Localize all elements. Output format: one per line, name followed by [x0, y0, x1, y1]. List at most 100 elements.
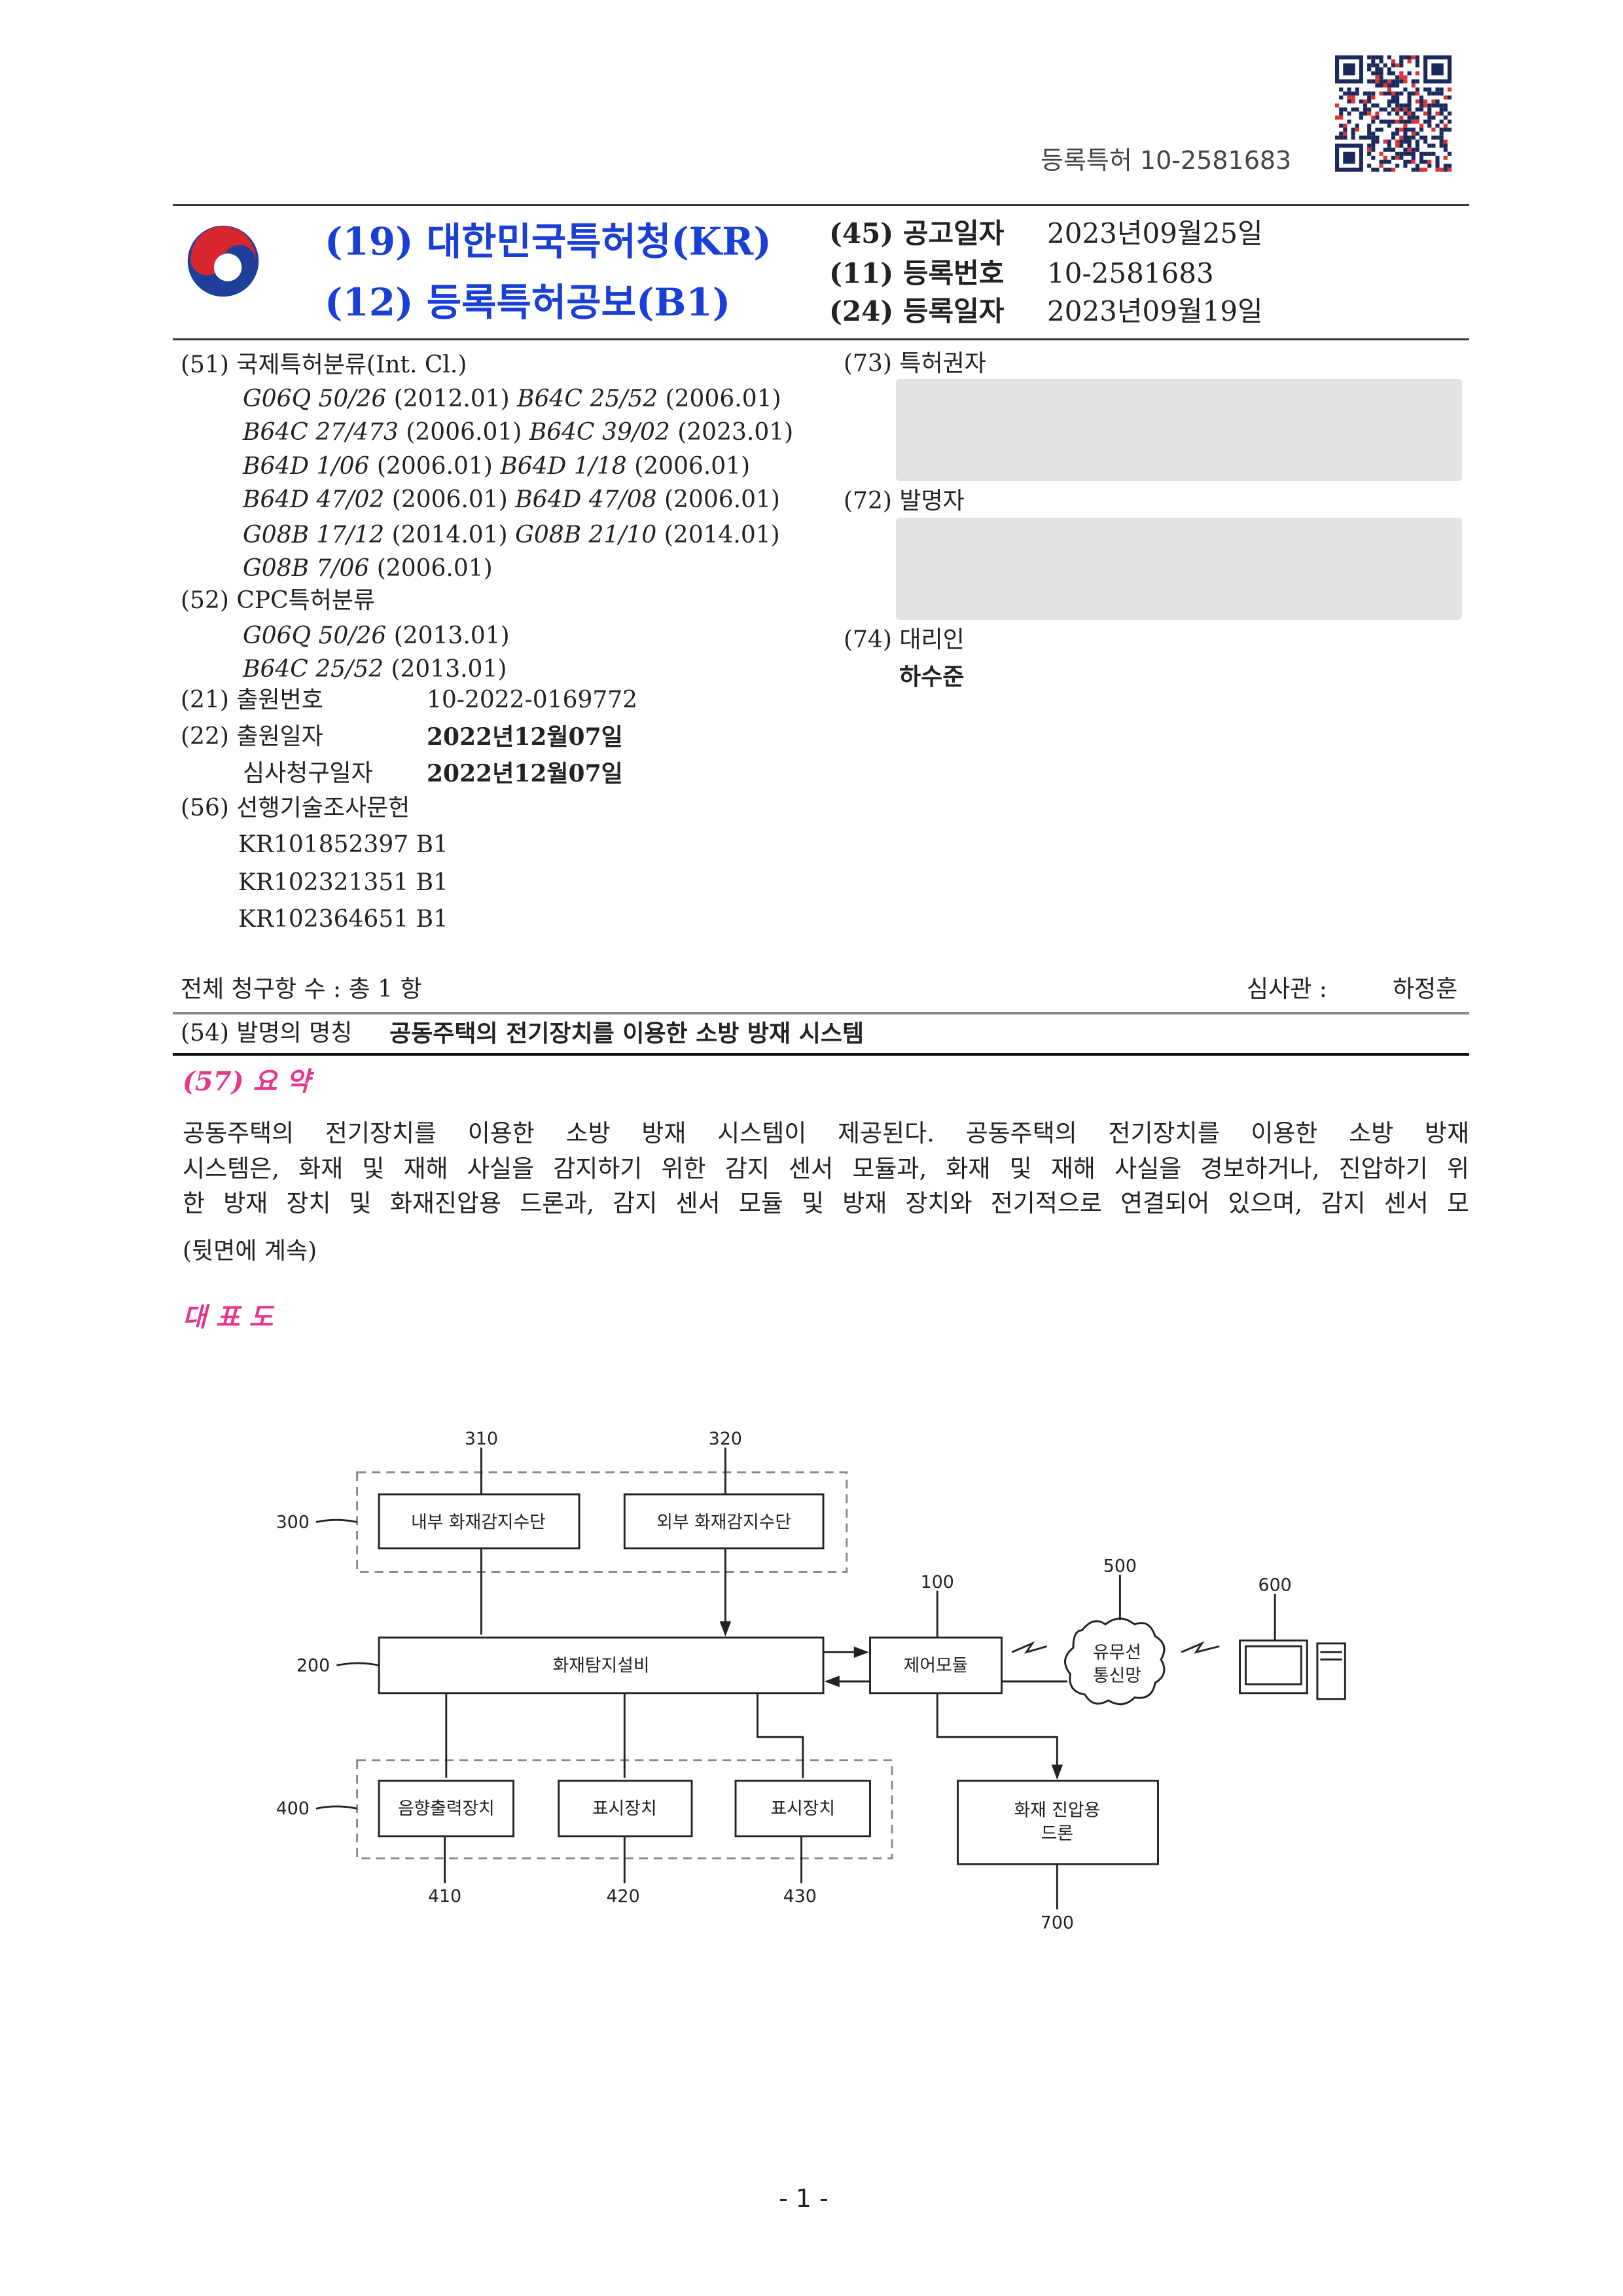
- cpc-item: B64C 25/52 (2013.01): [243, 658, 507, 681]
- box-430: [734, 1780, 871, 1838]
- ipc-code: G06Q 50/26: [243, 386, 387, 412]
- reg-no-label: (11) 등록번호: [829, 257, 1005, 289]
- ipc-label: (51) 국제특허분류(Int. Cl.): [181, 351, 467, 378]
- ipc-code: B64D 1/18: [500, 453, 627, 480]
- ipc-code: B64D 1/06: [243, 453, 370, 480]
- lightning-icon: [1181, 1641, 1220, 1654]
- qr-code: [1335, 55, 1452, 172]
- cpc-item: G06Q 50/26 (2013.01): [243, 624, 510, 648]
- patentee-redacted: [896, 379, 1462, 481]
- app-no-label: (21) 출원번호: [181, 687, 323, 713]
- cpc-version: (2013.01): [391, 656, 507, 683]
- ipc-code: B64C 27/473: [243, 419, 399, 446]
- node-200-label: 화재탐지설비: [553, 1655, 650, 1676]
- reg-date-label: (24) 등록일자: [829, 295, 1005, 327]
- node-320-label: 외부 화재감지수단: [656, 1512, 791, 1532]
- pub-date-label: (45) 공고일자: [829, 217, 1005, 249]
- prior-art-item: KR102364651 B1: [238, 906, 448, 933]
- ipc-code: G08B 21/10: [515, 522, 657, 548]
- ipc-version: (2006.01): [634, 453, 751, 480]
- abstract-line: 한 방재 장치 및 화재진압용 드론과, 감지 센서 모듈 및 방재 장치와 전…: [183, 1189, 1469, 1217]
- box-410: [378, 1780, 515, 1838]
- abstract-line: 공동주택의 전기장치를 이용한 소방 방재 시스템이 제공된다. 공동주택의 전…: [183, 1119, 1470, 1147]
- ref-100: 100: [921, 1572, 954, 1592]
- reg-date: 2023년09월19일: [1047, 295, 1263, 327]
- ipc-version: (2006.01): [376, 453, 493, 480]
- ipc-version: (2014.01): [391, 522, 508, 548]
- ipc-version: (2006.01): [665, 386, 781, 412]
- divider: [173, 1053, 1469, 1056]
- ref-420: 420: [606, 1886, 639, 1907]
- examiner-name: 하정훈: [1393, 976, 1458, 1003]
- ipc-row: G06Q 50/26 (2012.01) B64C 25/52 (2006.01…: [243, 387, 781, 411]
- divider: [173, 338, 1469, 340]
- ipc-row: G08B 7/06 (2006.01): [243, 557, 493, 581]
- cloud-500: [1064, 1617, 1166, 1706]
- ipc-code: B64C 39/02: [529, 419, 670, 446]
- ipc-code: B64D 47/08: [515, 486, 657, 513]
- computer-monitor-icon: [1239, 1640, 1308, 1695]
- ipc-version: (2012.01): [393, 386, 510, 412]
- ipc-version: (2023.01): [677, 419, 794, 446]
- ipc-version: (2006.01): [391, 486, 508, 513]
- continued-note: (뒷면에 계속): [183, 1238, 317, 1265]
- ipc-code: G08B 7/06: [243, 555, 370, 582]
- lightning-icon: [1011, 1641, 1048, 1654]
- node-410-label: 음향출력장치: [398, 1799, 495, 1819]
- prior-art-item: KR101852397 B1: [238, 831, 448, 858]
- box-320: [623, 1493, 825, 1550]
- ref-700: 700: [1041, 1912, 1074, 1933]
- block-diagram: 310 320 300 100 500 600 200 400 410 420 …: [276, 1429, 1346, 1933]
- node-100-label: 제어모듈: [904, 1655, 969, 1676]
- kipo-logo-icon: [187, 225, 259, 297]
- ref-310: 310: [465, 1429, 498, 1449]
- node-500-label: 유무선: [1093, 1642, 1141, 1662]
- ipc-code: B64D 47/02: [243, 486, 385, 513]
- divider: [173, 204, 1469, 206]
- box-310: [378, 1493, 580, 1550]
- cpc-code: G06Q 50/26: [243, 622, 387, 649]
- node-310-label: 내부 화재감지수단: [411, 1512, 546, 1532]
- ipc-row: G08B 17/12 (2014.01) G08B 21/10 (2014.01…: [243, 524, 780, 547]
- node-430-label: 표시장치: [770, 1799, 835, 1819]
- registration-number-header: 등록특허 10-2581683: [1041, 146, 1292, 175]
- abstract-label: (57) 요 약: [183, 1066, 310, 1097]
- ipc-version: (2014.01): [664, 522, 780, 548]
- ipc-row: B64D 1/06 (2006.01) B64D 1/18 (2006.01): [243, 455, 750, 478]
- cpc-code: B64C 25/52: [243, 656, 383, 683]
- ipc-row: B64D 47/02 (2006.01) B64D 47/08 (2006.01…: [243, 488, 780, 512]
- exam-date: 2022년12월07일: [427, 760, 623, 787]
- prior-art-label: (56) 선행기술조사문헌: [181, 795, 410, 821]
- claims-count: 전체 청구항 수 : 총 1 항: [181, 976, 422, 1003]
- ref-600: 600: [1258, 1575, 1292, 1596]
- abstract-line: 시스템은, 화재 및 재해 사실을 감지하기 위한 감지 센서 모듈과, 화재 …: [183, 1155, 1469, 1183]
- inventor-redacted: [896, 518, 1462, 620]
- office-title: (19) 대한민국특허청(KR): [325, 219, 772, 264]
- cpc-version: (2013.01): [393, 622, 510, 649]
- node-420-label: 표시장치: [592, 1799, 657, 1819]
- pub-date: 2023년09월25일: [1047, 217, 1263, 249]
- divider: [173, 1012, 1469, 1014]
- ref-410: 410: [428, 1886, 461, 1907]
- node-500-label: 통신망: [1093, 1666, 1141, 1686]
- box-700: [957, 1780, 1159, 1865]
- ipc-version: (2006.01): [376, 555, 493, 582]
- patentee-label: (73) 특허권자: [844, 350, 986, 377]
- ref-300: 300: [276, 1512, 310, 1532]
- inventor-label: (72) 발명자: [844, 488, 965, 514]
- invention-title-label: (54) 발명의 명칭: [181, 1020, 353, 1047]
- box-100: [869, 1636, 1003, 1695]
- prior-art-item: KR102321351 B1: [238, 869, 448, 896]
- node-700-label: 드론: [1041, 1823, 1073, 1844]
- agent-label: (74) 대리인: [844, 626, 965, 653]
- ipc-row: B64C 27/473 (2006.01) B64C 39/02 (2023.0…: [243, 421, 793, 444]
- representative-figure-label: 대 표 도: [183, 1302, 274, 1333]
- app-date-label: (22) 출원일자: [181, 723, 323, 750]
- node-700-label: 화재 진압용: [1014, 1800, 1100, 1820]
- ref-320: 320: [709, 1429, 742, 1449]
- ref-400: 400: [276, 1799, 310, 1819]
- ipc-code: B64C 25/52: [517, 386, 658, 412]
- ipc-version: (2006.01): [664, 486, 780, 513]
- app-no: 10-2022-0169772: [427, 687, 638, 713]
- ref-430: 430: [783, 1886, 817, 1907]
